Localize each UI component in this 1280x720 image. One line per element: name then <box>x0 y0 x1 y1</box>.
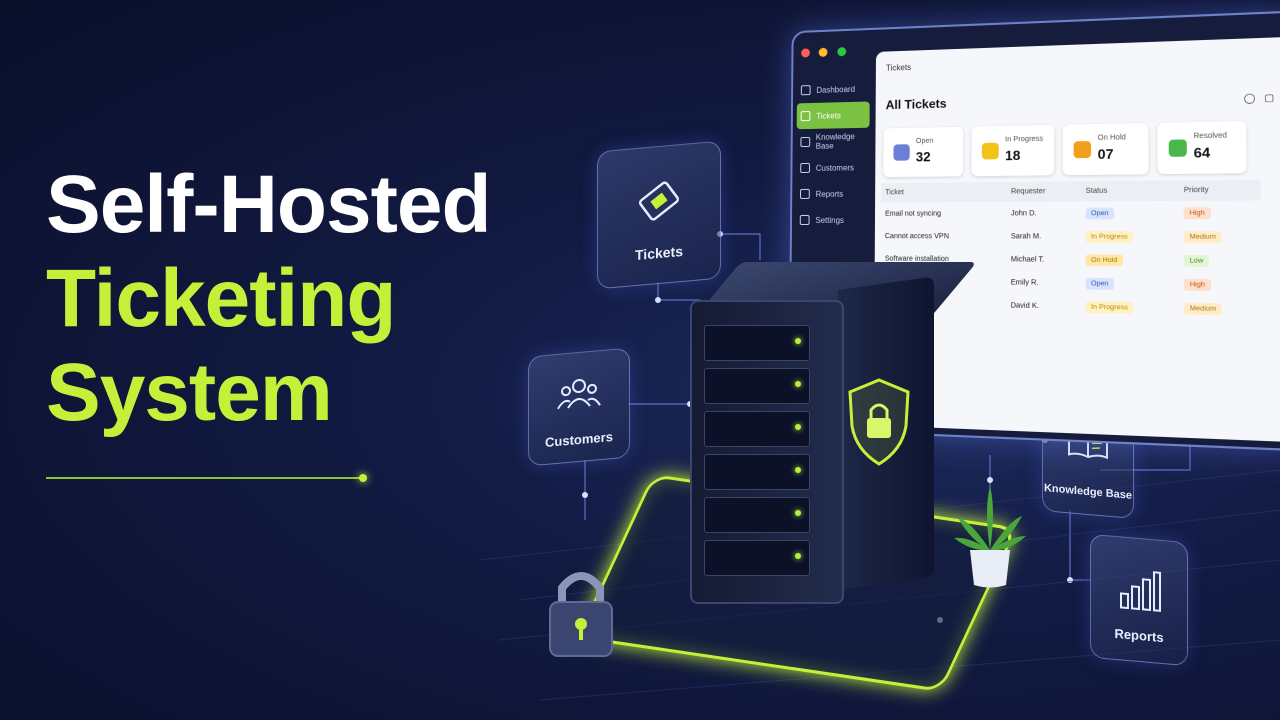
stat-label: Open <box>915 137 934 146</box>
sidebar-item-reports[interactable]: Reports <box>792 180 873 207</box>
plant-icon <box>954 486 1026 588</box>
column-header[interactable]: Priority <box>1179 179 1261 201</box>
column-header[interactable]: Ticket <box>881 182 1007 203</box>
status-badge: On Hold <box>1085 253 1123 266</box>
tickets-card: Tickets <box>597 140 721 290</box>
dashboard-main: Tickets All Tickets ◯ ▢ Open 32 In Progr… <box>873 36 1280 442</box>
sidebar-item-dashboard[interactable]: Dashboard <box>793 75 874 103</box>
stat-card-resolved[interactable]: Resolved 64 <box>1157 120 1247 175</box>
customers-card: Customers <box>528 347 630 467</box>
reports-card: Reports <box>1090 533 1188 667</box>
sidebar-item-label: Tickets <box>816 110 841 121</box>
maximize-dot-icon[interactable] <box>837 46 847 57</box>
column-header[interactable]: Requester <box>1006 181 1082 202</box>
bar-chart-icon <box>1120 571 1161 612</box>
ticket-icon <box>800 110 811 122</box>
stat-label: In Progress <box>1005 135 1044 144</box>
server-rack-unit <box>704 325 810 361</box>
home-icon <box>800 85 811 96</box>
title-line-1: Self-Hosted <box>46 159 492 250</box>
priority-badge: High <box>1183 206 1211 219</box>
gear-icon <box>799 214 810 225</box>
sidebar-item-customers[interactable]: Customers <box>792 154 873 181</box>
report-icon <box>799 188 810 199</box>
ticket-cell: Cannot access VPN <box>884 232 950 240</box>
search-icon[interactable]: ◯ <box>1243 92 1256 104</box>
stat-value: 64 <box>1193 144 1211 161</box>
user-icon <box>800 162 811 174</box>
open-status-icon <box>893 144 910 161</box>
table-row[interactable]: Cannot access VPN Sarah M. In Progress M… <box>881 225 1261 249</box>
priority-badge: Medium <box>1183 230 1222 243</box>
ticket-icon <box>638 181 680 221</box>
sidebar-item-label: Knowledge Base <box>815 132 855 151</box>
sidebar-item-knowledge-base[interactable]: Knowledge Base <box>793 128 874 156</box>
requester-cell: John D. <box>1010 209 1037 217</box>
priority-badge: High <box>1183 278 1211 291</box>
stat-value: 32 <box>915 148 931 165</box>
sidebar-item-label: Reports <box>815 189 844 199</box>
users-icon <box>557 378 601 410</box>
reports-card-label: Reports <box>1114 625 1164 646</box>
book-icon <box>800 136 810 148</box>
stat-value: 07 <box>1097 145 1114 163</box>
table-row[interactable]: Email not syncing John D. Open High <box>881 200 1261 224</box>
title-line-2: Ticketing <box>46 253 396 344</box>
minimize-dot-icon[interactable] <box>819 47 828 57</box>
customers-card-label: Customers <box>545 429 613 450</box>
window-controls <box>801 43 851 63</box>
sidebar-item-tickets[interactable]: Tickets <box>796 101 870 130</box>
stat-card-on-hold[interactable]: On Hold 07 <box>1062 122 1149 176</box>
ticket-cell: Email not syncing <box>885 209 942 218</box>
server-rack-unit <box>704 411 810 447</box>
sidebar-item-settings[interactable]: Settings <box>792 207 873 233</box>
stat-card-in-progress[interactable]: In Progress 18 <box>971 124 1055 177</box>
shield-lock-icon <box>848 378 910 466</box>
sidebar-item-label: Settings <box>815 215 844 225</box>
requester-cell: Sarah M. <box>1010 232 1042 241</box>
breadcrumb: Tickets <box>885 62 912 73</box>
requester-cell: David K. <box>1010 301 1039 310</box>
stat-label: On Hold <box>1097 134 1126 142</box>
server-rack-unit <box>704 454 810 490</box>
table-header-row: Ticket Requester Status Priority <box>881 179 1261 203</box>
close-dot-icon[interactable] <box>801 48 810 58</box>
status-badge: In Progress <box>1085 230 1134 243</box>
page-title: All Tickets <box>885 96 947 113</box>
title-line-3: System <box>46 347 333 438</box>
priority-badge: Low <box>1183 254 1209 267</box>
title-underline <box>46 474 367 482</box>
requester-cell: Michael T. <box>1010 255 1045 264</box>
status-badge: Open <box>1085 207 1115 219</box>
sidebar-item-label: Dashboard <box>816 84 856 95</box>
check-icon <box>1168 139 1187 157</box>
stat-label: Resolved <box>1193 132 1227 141</box>
knowledge-base-card-label: Knowledge Base <box>1043 482 1133 502</box>
stat-value: 18 <box>1005 147 1021 164</box>
server-rack-unit <box>704 368 810 404</box>
status-badge: Open <box>1085 277 1115 290</box>
filter-icon[interactable]: ▢ <box>1264 91 1275 104</box>
header-tools: ◯ ▢ <box>1244 92 1274 105</box>
stat-card-open[interactable]: Open 32 <box>883 126 964 178</box>
priority-badge: Medium <box>1184 302 1223 315</box>
sidebar-item-label: Customers <box>815 162 855 173</box>
server-rack-unit <box>704 540 810 576</box>
requester-cell: Emily R. <box>1010 278 1039 287</box>
column-header[interactable]: Status <box>1081 180 1180 202</box>
padlock-icon <box>549 572 613 657</box>
server-rack-unit <box>704 497 810 533</box>
status-badge: In Progress <box>1085 300 1134 314</box>
on-hold-status-icon <box>1073 141 1092 159</box>
in-progress-status-icon <box>981 142 999 160</box>
tickets-card-label: Tickets <box>635 242 683 264</box>
hero-title: Self-Hosted Ticketing System <box>46 158 492 440</box>
